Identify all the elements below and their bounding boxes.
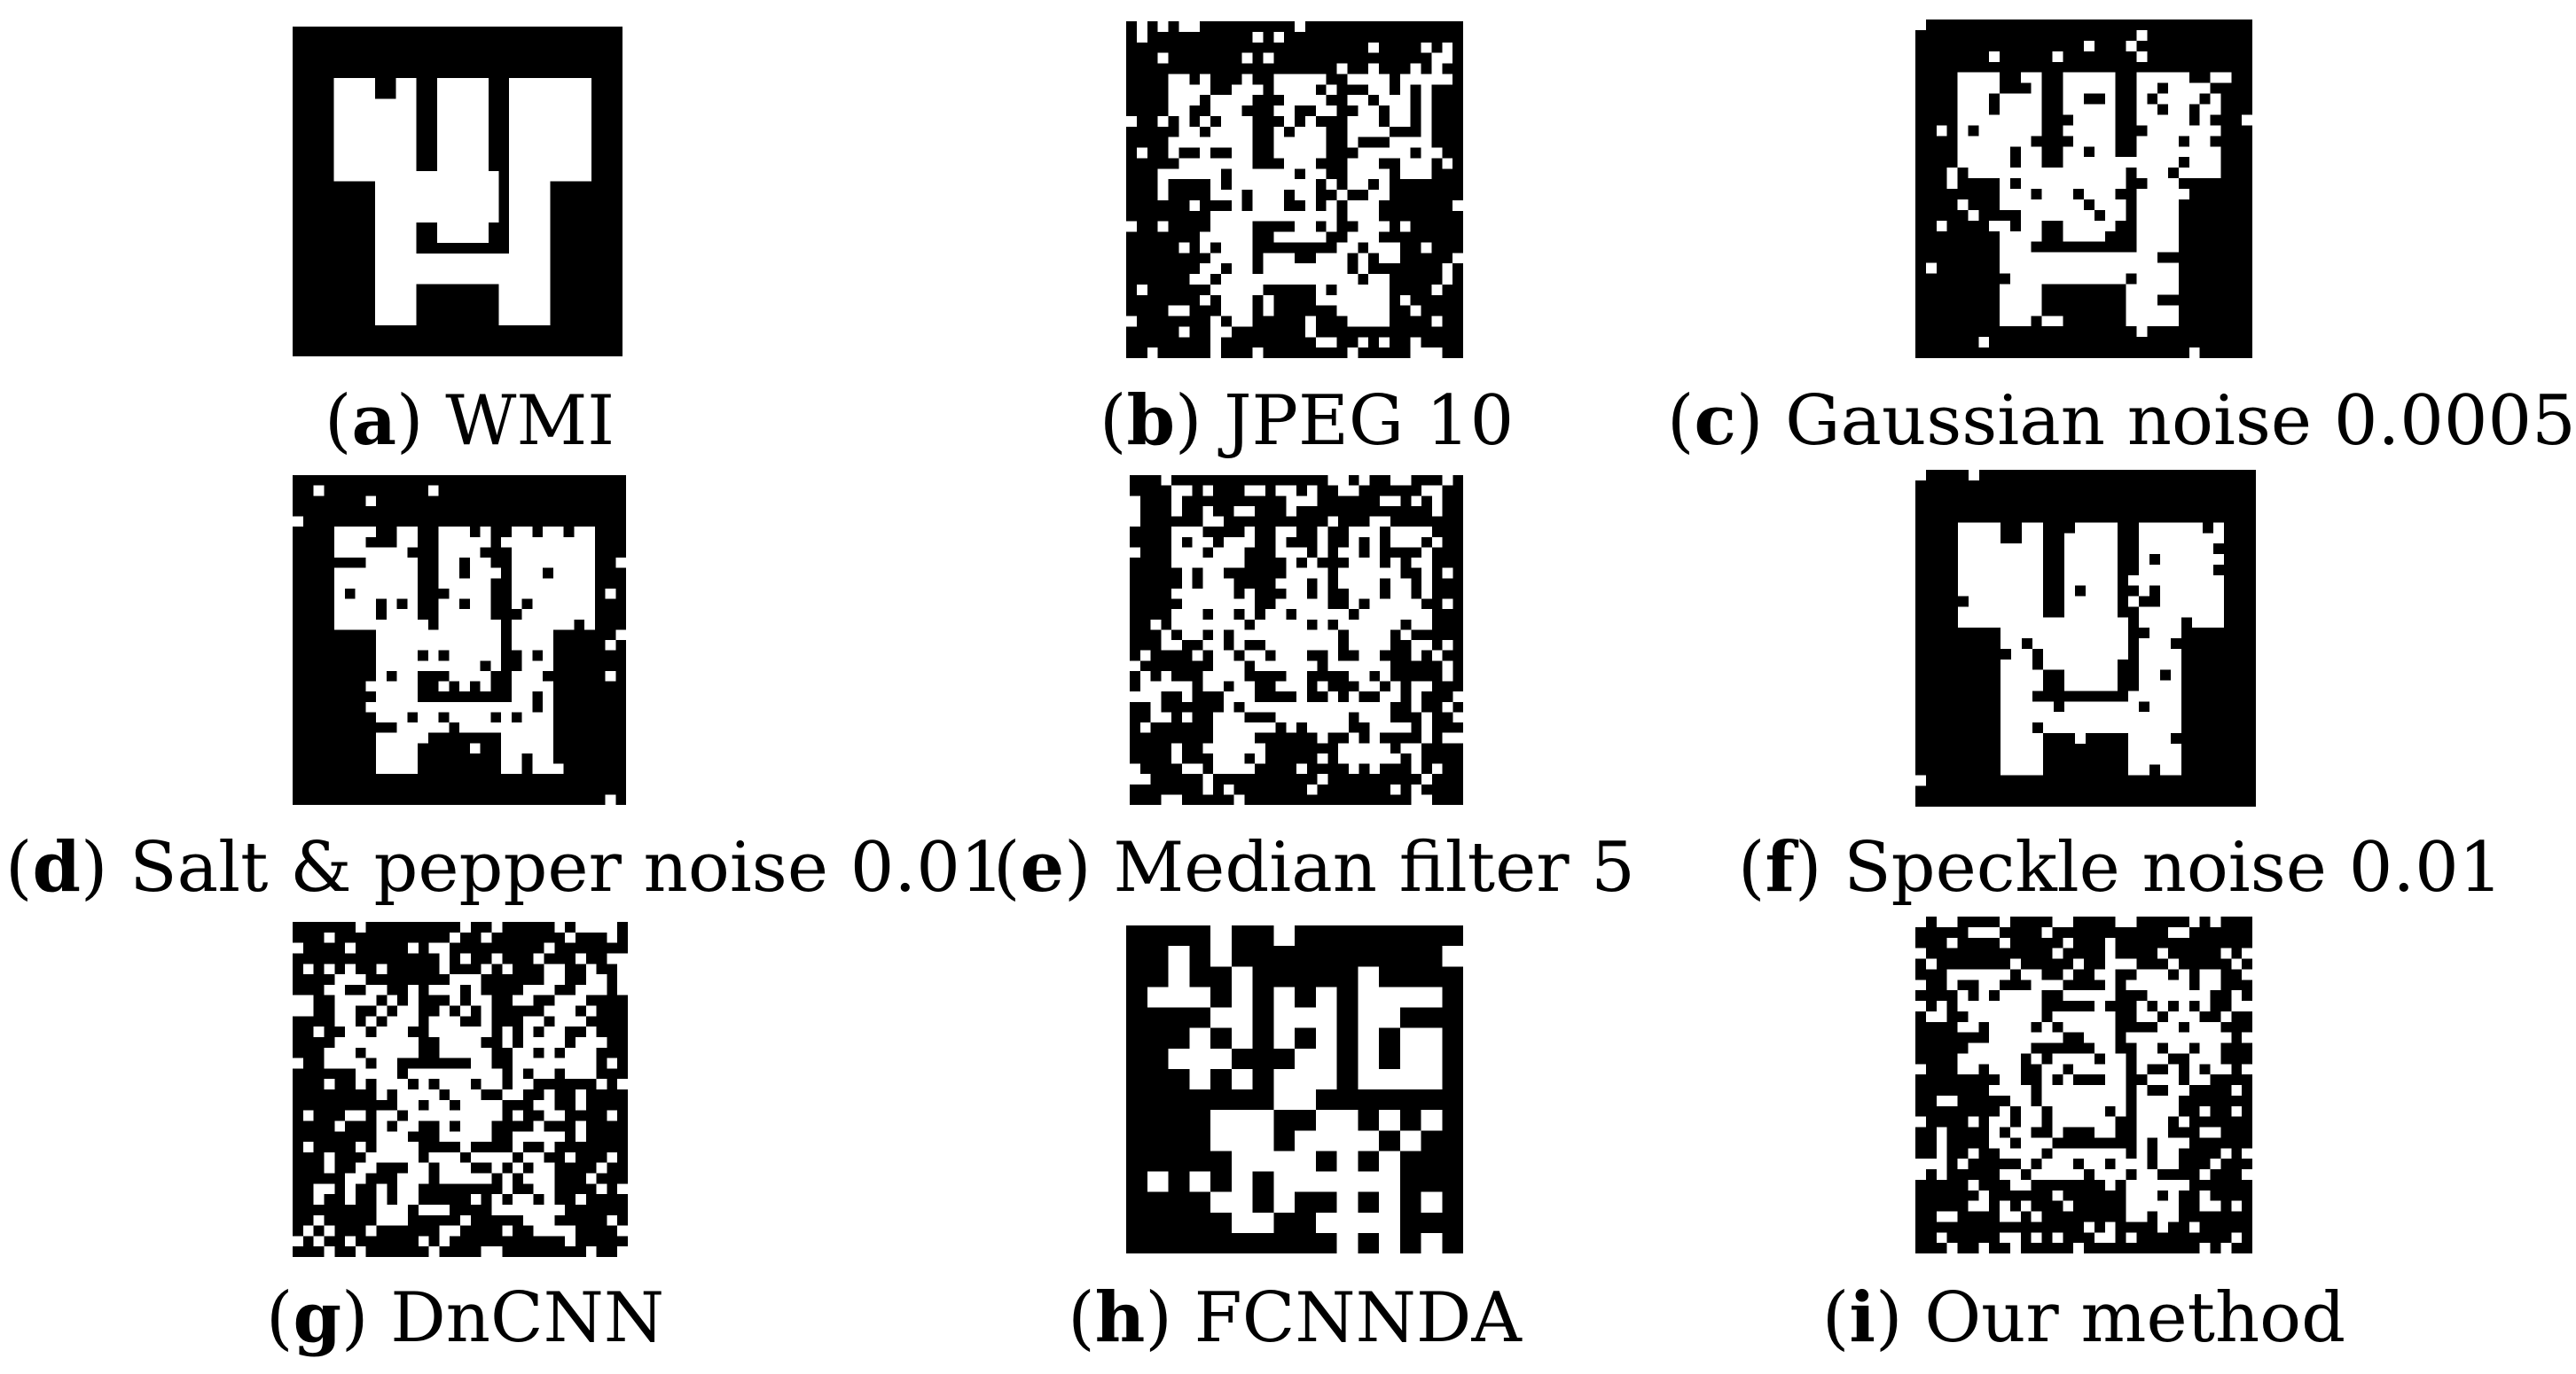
pixel-grid — [1126, 21, 1463, 358]
caption-label: Gaussian noise 0.0005 — [1785, 381, 2576, 461]
caption-f: (f) Speckle noise 0.01 — [1738, 827, 2503, 908]
pixel-grid — [293, 922, 628, 1257]
caption-letter: g — [293, 1277, 341, 1358]
watermark-image-jpeg — [1126, 21, 1463, 358]
caption-e: (e) Median filter 5 — [993, 827, 1635, 908]
caption-letter: d — [32, 827, 81, 908]
pixel-grid — [1130, 475, 1463, 805]
caption-label: WMI — [445, 381, 615, 461]
pixel-grid — [293, 475, 626, 805]
pixel-grid — [293, 27, 622, 356]
caption-label: JPEG 10 — [1224, 381, 1515, 461]
caption-letter: h — [1094, 1277, 1146, 1358]
caption-letter: b — [1126, 380, 1175, 461]
watermark-image-saltpepper — [293, 475, 626, 805]
caption-label: Our method — [1924, 1278, 2346, 1358]
pixel-grid — [1126, 925, 1463, 1253]
watermark-image-wmi — [293, 27, 622, 356]
watermark-comparison-figure: (a) WMI (b) JPEG 10 (c) Gaussian noise 0… — [5, 20, 2576, 1358]
watermark-image-speckle — [1915, 470, 2256, 807]
caption-a: (a) WMI — [325, 380, 615, 461]
caption-letter: i — [1849, 1277, 1875, 1358]
caption-g: (g) DnCNN — [266, 1277, 665, 1358]
caption-d: (d) Salt & pepper noise 0.01 — [5, 827, 1005, 908]
caption-c: (c) Gaussian noise 0.0005 — [1667, 380, 2576, 461]
caption-letter: a — [351, 380, 396, 461]
caption-label: FCNNDA — [1194, 1278, 1522, 1358]
watermark-image-dncnn — [293, 922, 628, 1257]
caption-letter: e — [1020, 827, 1065, 908]
caption-letter: f — [1765, 827, 1795, 908]
caption-i: (i) Our method — [1821, 1277, 2346, 1358]
pixel-grid — [1915, 917, 2252, 1253]
pixel-grid — [1915, 470, 2256, 807]
caption-label: Speckle noise 0.01 — [1844, 828, 2503, 908]
watermark-image-median — [1130, 475, 1463, 805]
caption-label: DnCNN — [390, 1278, 665, 1358]
watermark-image-ours — [1915, 917, 2252, 1253]
caption-label: Salt & pepper noise 0.01 — [129, 828, 1005, 908]
caption-label: Median filter 5 — [1113, 828, 1635, 908]
pixel-grid — [1915, 20, 2252, 358]
caption-letter: c — [1694, 380, 1736, 461]
watermark-image-fcnnda — [1126, 925, 1463, 1253]
caption-b: (b) JPEG 10 — [1100, 380, 1515, 461]
watermark-image-gaussian — [1915, 20, 2252, 358]
caption-h: (h) FCNNDA — [1068, 1277, 1522, 1358]
